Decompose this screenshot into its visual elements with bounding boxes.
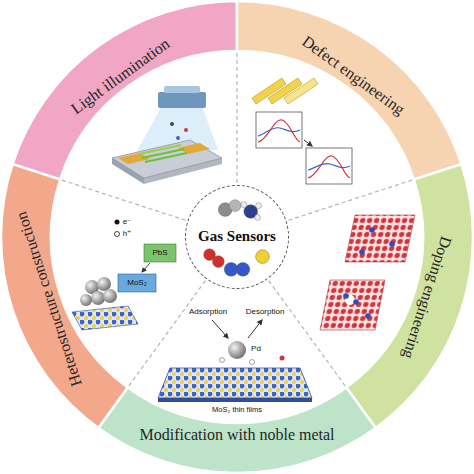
annotation-label: h⁺ bbox=[122, 229, 134, 238]
heterostructure-illustration-part bbox=[115, 220, 120, 225]
annotation-label: PbS bbox=[151, 248, 170, 257]
sector-band bbox=[1, 164, 128, 428]
defect-illustration-part bbox=[258, 128, 300, 136]
doped-graphene-illustration-part bbox=[345, 215, 415, 262]
molecule-atom bbox=[256, 250, 270, 264]
heterostructure-illustration-part bbox=[144, 244, 176, 262]
annotation-holder: Desorption bbox=[245, 307, 287, 316]
noble-metal-illustration-part bbox=[280, 356, 285, 361]
heterostructure-illustration bbox=[72, 220, 176, 331]
molecule-atom bbox=[229, 200, 241, 212]
noble-metal-illustration-part bbox=[158, 368, 312, 398]
annotation-label: MoS₂ bbox=[126, 278, 149, 287]
defect-illustration-part bbox=[258, 120, 300, 142]
light-device-illustration-part bbox=[184, 128, 188, 132]
molecule-atom bbox=[241, 202, 247, 208]
strategy-sector: Doping engineering bbox=[344, 162, 474, 430]
defect-illustration-part bbox=[308, 164, 350, 170]
strategy-sector: Light illumination bbox=[10, 0, 239, 182]
doped-graphene-illustration-part bbox=[343, 293, 349, 299]
annotation-holder: e⁻ bbox=[122, 217, 134, 226]
noble-metal-illustration-part bbox=[248, 320, 262, 338]
molecule-atom bbox=[256, 203, 262, 209]
noble-metal-illustration-part bbox=[250, 360, 255, 365]
sector-band bbox=[13, 1, 237, 180]
doped-graphene-illustration-part bbox=[353, 299, 359, 305]
sector-band bbox=[237, 1, 461, 180]
center-label-holder: Gas Sensors bbox=[198, 228, 277, 245]
molecule-atom bbox=[212, 256, 224, 268]
strategy-sector: Defect engineering bbox=[235, 0, 464, 182]
light-device-illustration-part bbox=[164, 86, 200, 93]
annotation-holder: h⁺ bbox=[122, 229, 134, 238]
noble-metal-illustration-part bbox=[212, 320, 228, 338]
heterostructure-illustration-part bbox=[118, 274, 156, 292]
molecule-atom bbox=[236, 263, 250, 277]
sector-shape bbox=[10, 0, 239, 182]
center-label: Gas Sensors bbox=[198, 228, 277, 245]
sector-band bbox=[98, 387, 375, 473]
light-device-illustration-part bbox=[142, 149, 184, 158]
heterostructure-illustration-part bbox=[103, 289, 117, 303]
annotation-holder: PbS bbox=[151, 248, 170, 257]
light-device-illustration-part bbox=[158, 92, 206, 108]
heterostructure-illustration-part bbox=[142, 263, 150, 272]
sector-band bbox=[346, 164, 473, 428]
heterostructure-illustration-part bbox=[72, 306, 138, 330]
annotation-holder: Pd bbox=[250, 344, 263, 353]
annotation-label: Desorption bbox=[245, 307, 287, 316]
noble-metal-illustration-part bbox=[158, 398, 312, 402]
light-device-illustration-part bbox=[170, 122, 174, 126]
sector-shape bbox=[0, 162, 130, 430]
light-device-illustration-part bbox=[145, 153, 187, 162]
light-device-illustration bbox=[112, 86, 222, 184]
defect-illustration-part bbox=[256, 112, 302, 148]
annotation-label: Pd bbox=[250, 344, 263, 353]
noble-metal-illustration bbox=[158, 320, 312, 402]
light-device-illustration-part bbox=[112, 140, 222, 178]
defect-illustration-part bbox=[306, 148, 352, 184]
annotation-label: MoS₂ thin films bbox=[211, 406, 265, 415]
annotation-label: Adsorption bbox=[188, 307, 230, 316]
doped-graphene-illustration-part bbox=[359, 249, 365, 255]
annotation-holder: MoS₂ bbox=[126, 278, 149, 287]
heterostructure-illustration-part bbox=[97, 277, 111, 291]
heterostructure-illustration-part bbox=[91, 291, 105, 305]
sector-label: Modification with noble metal bbox=[139, 426, 336, 444]
sector-label-holder: Modification with noble metal bbox=[139, 426, 336, 444]
doped-graphene-illustration-part bbox=[365, 313, 371, 319]
doped-graphene-illustration-part bbox=[369, 227, 375, 233]
defect-illustration-part bbox=[284, 78, 318, 104]
sector-divider-part bbox=[62, 180, 186, 220]
sector-shape bbox=[235, 0, 464, 182]
sector-divider-part bbox=[236, 53, 237, 183]
light-device-illustration-part bbox=[176, 136, 180, 140]
strategy-sector: Heterostructure construction bbox=[0, 162, 130, 430]
sector-divider-part bbox=[288, 180, 412, 220]
center-circle: Gas Sensors bbox=[185, 185, 289, 289]
annotation-holder: MoS₂ thin films bbox=[211, 406, 265, 415]
doped-graphene-illustration bbox=[320, 215, 415, 330]
noble-metal-illustration-part bbox=[220, 358, 225, 363]
defect-illustration bbox=[252, 78, 352, 184]
doped-graphene-illustration-part bbox=[320, 280, 385, 330]
annotation-holder: Adsorption bbox=[188, 307, 230, 316]
doped-graphene-illustration-part bbox=[389, 241, 395, 247]
annotation-label: e⁻ bbox=[122, 217, 134, 226]
molecule-atom bbox=[255, 214, 261, 220]
defect-illustration-part bbox=[304, 140, 312, 146]
light-device-illustration-part bbox=[139, 145, 181, 154]
strategy-sector: Modification with noble metal bbox=[96, 385, 378, 474]
defect-illustration-part bbox=[308, 156, 350, 178]
noble-metal-illustration-part bbox=[228, 341, 246, 359]
sector-shape bbox=[344, 162, 474, 430]
heterostructure-illustration-part bbox=[115, 232, 120, 237]
heterostructure-illustration-part bbox=[80, 294, 92, 306]
